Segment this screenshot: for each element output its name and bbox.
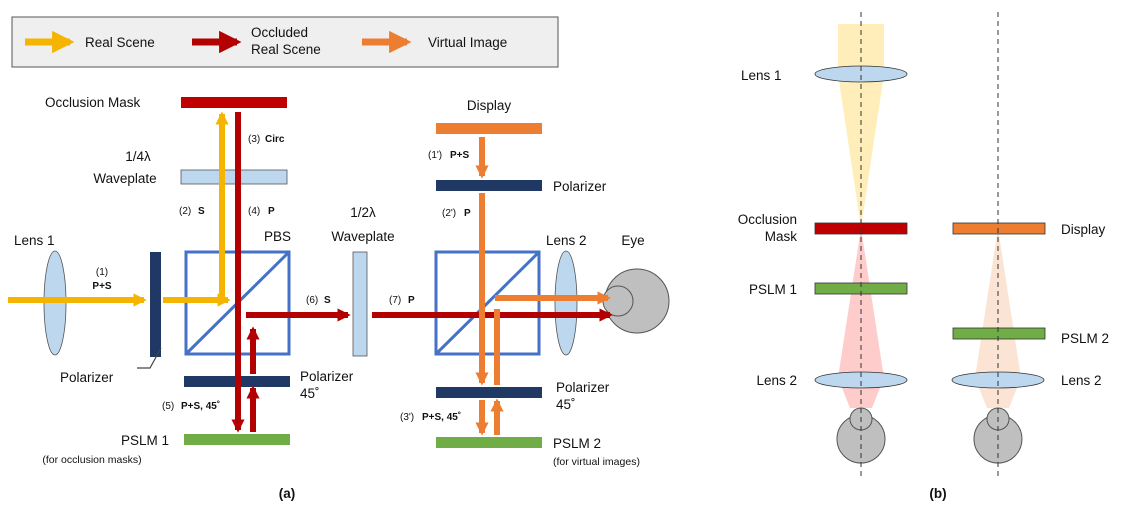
b-pslm2-bar	[952, 327, 1046, 340]
panel-a-caption: (a)	[279, 486, 296, 501]
occlusion-mask-bar	[181, 97, 287, 108]
legend-real-scene-label: Real Scene	[85, 35, 155, 50]
pslm2-note: (for virtual images)	[553, 456, 640, 468]
display-label: Display	[467, 98, 512, 113]
legend: Real Scene Occluded Real Scene Virtual I…	[11, 16, 559, 68]
step2p-number: (2')	[442, 208, 456, 219]
occlusion-mask-label: Occlusion Mask	[45, 95, 141, 110]
polarizer-leader-line	[137, 347, 162, 369]
pslm2-label: PSLM 2	[553, 436, 601, 451]
step1-number: (1)	[96, 267, 108, 278]
step6-value: S	[324, 295, 331, 306]
step5-number: (5)	[162, 401, 174, 412]
b-display-label: Display	[1061, 222, 1106, 237]
legend-occluded-label-line1: Occluded	[251, 25, 308, 40]
b-occlusion-mask-label-line1: Occlusion	[738, 212, 797, 227]
display-bar	[436, 123, 542, 134]
eye-label: Eye	[621, 233, 644, 248]
lens2-label: Lens 2	[546, 233, 587, 248]
half-waveplate	[352, 251, 368, 357]
b-pslm1-label: PSLM 1	[749, 282, 797, 297]
panel-b: Lens 1 Occlusion Mask PSLM 1 Lens 2 Disp…	[738, 12, 1109, 501]
polarizer45-right-label-line2: 45˚	[556, 397, 576, 412]
b-lens1-label: Lens 1	[741, 68, 782, 83]
step4-number: (4)	[248, 206, 260, 217]
pslm1-label: PSLM 1	[121, 433, 169, 448]
step3p-number: (3')	[400, 412, 414, 423]
step2-number: (2)	[179, 206, 191, 217]
polarizer45-left-label-line2: 45˚	[300, 386, 320, 401]
b-pslm2-label: PSLM 2	[1061, 331, 1109, 346]
half-waveplate-label-line1: 1/2λ	[350, 205, 376, 220]
panel-b-caption: (b)	[929, 486, 946, 501]
pslm2-bar	[436, 437, 542, 448]
step1-value: P+S	[92, 281, 112, 292]
b-occlusion-mask-label-line2: Mask	[765, 229, 798, 244]
legend-virtual-image-label: Virtual Image	[428, 35, 507, 50]
step7-value: P	[408, 295, 415, 306]
pslm1-note: (for occlusion masks)	[42, 454, 141, 466]
quarter-waveplate-label-line2: Waveplate	[93, 171, 156, 186]
polarizer-vertical	[150, 252, 161, 357]
b-lens2-right-label: Lens 2	[1061, 373, 1102, 388]
polarizer-label: Polarizer	[60, 370, 114, 385]
step6-number: (6)	[306, 295, 318, 306]
lens2	[554, 250, 578, 356]
step5-value: P+S, 45˚	[181, 400, 220, 412]
pbs-right-diagonal	[434, 250, 541, 356]
lens1-label: Lens 1	[14, 233, 55, 248]
legend-occluded-label-line2: Real Scene	[251, 42, 321, 57]
step1p-value: P+S	[450, 150, 470, 161]
step2-value: S	[198, 206, 205, 217]
b-display-bar	[952, 222, 1046, 235]
b-lens2-left-label: Lens 2	[756, 373, 797, 388]
polarizer-right-top	[436, 180, 542, 191]
step3p-value: P+S, 45˚	[422, 411, 461, 423]
step1p-number: (1')	[428, 150, 442, 161]
quarter-waveplate	[180, 169, 288, 185]
polarizer45-left-label-line1: Polarizer	[300, 369, 354, 384]
panel-a: Occlusion Mask 1/4λ Waveplate Lens 1 PBS…	[8, 95, 670, 501]
legend-box	[11, 16, 559, 68]
polarizer-right-label: Polarizer	[553, 179, 607, 194]
step2p-value: P	[464, 208, 471, 219]
half-waveplate-label-line2: Waveplate	[331, 229, 394, 244]
step3-number: (3)	[248, 134, 260, 145]
pslm1-bar	[184, 434, 290, 445]
pbs-right-cube	[434, 250, 541, 356]
step7-number: (7)	[389, 295, 401, 306]
quarter-waveplate-label-line1: 1/4λ	[125, 149, 151, 164]
polarizer45-right-label-line1: Polarizer	[556, 380, 610, 395]
step3-value: Circ	[265, 134, 285, 145]
pbs-label: PBS	[264, 229, 291, 244]
polarizer-45-right	[436, 387, 542, 398]
step4-value: P	[268, 206, 275, 217]
